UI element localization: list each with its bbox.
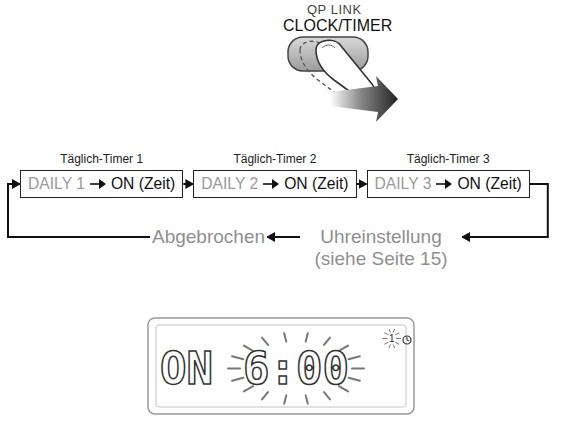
timer-step: Täglich-Timer 3 DAILY 3 ON (Zeit) [367,152,530,198]
blink-ray [389,345,390,348]
arrow-shaft [436,183,446,185]
blink-ray [349,378,360,381]
timer-number: 1 [389,333,395,344]
button-name: CLOCK/TIMER [283,17,392,35]
state-label: Uhreinstellung (siehe Seite 15) [300,226,462,270]
step-heading: Täglich-Timer 1 [20,152,183,166]
mode-value: ON (Zeit) [457,175,521,193]
mode-value: ON (Zeit) [111,175,175,193]
blink-ray [385,333,388,335]
timer-step: Täglich-Timer 2 DAILY 2 ON (Zeit) [193,152,356,198]
blink-ray [352,368,364,370]
blink-ray [284,395,286,403]
blink-ray [349,356,360,359]
lcd-screen [156,325,406,407]
inline-arrow [262,178,280,190]
blink-ray [396,342,399,344]
blink-ray [385,342,388,344]
blink-ray [383,338,387,339]
lcd-time: 6:00 [243,343,349,394]
button-caption: QP LINK [307,2,362,17]
inline-arrow [89,178,107,190]
timer-step: Täglich-Timer 1 DAILY 1 ON (Zeit) [20,152,183,198]
mode-name: DAILY 3 [375,175,432,193]
mode-value: ON (Zeit) [284,175,348,193]
press-arrow [330,76,398,122]
lcd-frame [148,318,414,414]
blink-ray [396,333,399,335]
inline-arrow [435,178,453,190]
blink-ray [393,329,394,332]
step-box: DAILY 3 ON (Zeit) [367,170,530,198]
state-label: Abgebrochen [150,226,267,248]
clock-icon [403,336,411,344]
fingernail [322,45,335,48]
blink-ray [284,333,286,341]
lcd-text: ON [160,343,213,394]
state-text-line: Uhreinstellung (siehe Seite 15) [300,226,462,270]
step-heading: Täglich-Timer 3 [367,152,530,166]
arrow-head [445,179,452,189]
step-box: DAILY 1 ON (Zeit) [20,170,183,198]
blink-ray [306,395,308,403]
mode-name: DAILY 2 [201,175,258,193]
blink-ray [228,368,240,370]
arrow-head [272,179,279,189]
blink-rays [228,329,401,403]
clock-hands [407,337,409,341]
step-heading: Täglich-Timer 2 [193,152,356,166]
step-box: DAILY 2 ON (Zeit) [193,170,356,198]
blink-ray [393,345,394,348]
state-text-line: Abgebrochen [152,226,265,248]
arrow-shaft [90,183,100,185]
blink-ray [232,356,243,359]
blink-ray [232,378,243,381]
mode-name: DAILY 1 [28,175,85,193]
flow-arrow [183,183,193,185]
blink-ray [397,338,401,339]
arrow-shaft [263,183,273,185]
blink-ray [306,333,308,341]
state-text: Uhreinstellung (siehe Seite 15) [300,226,462,270]
flow-arrow [267,236,300,238]
blink-ray [389,329,390,332]
arrow-head [99,179,106,189]
state-text: Abgebrochen [150,226,267,248]
flow-arrow [357,183,367,185]
